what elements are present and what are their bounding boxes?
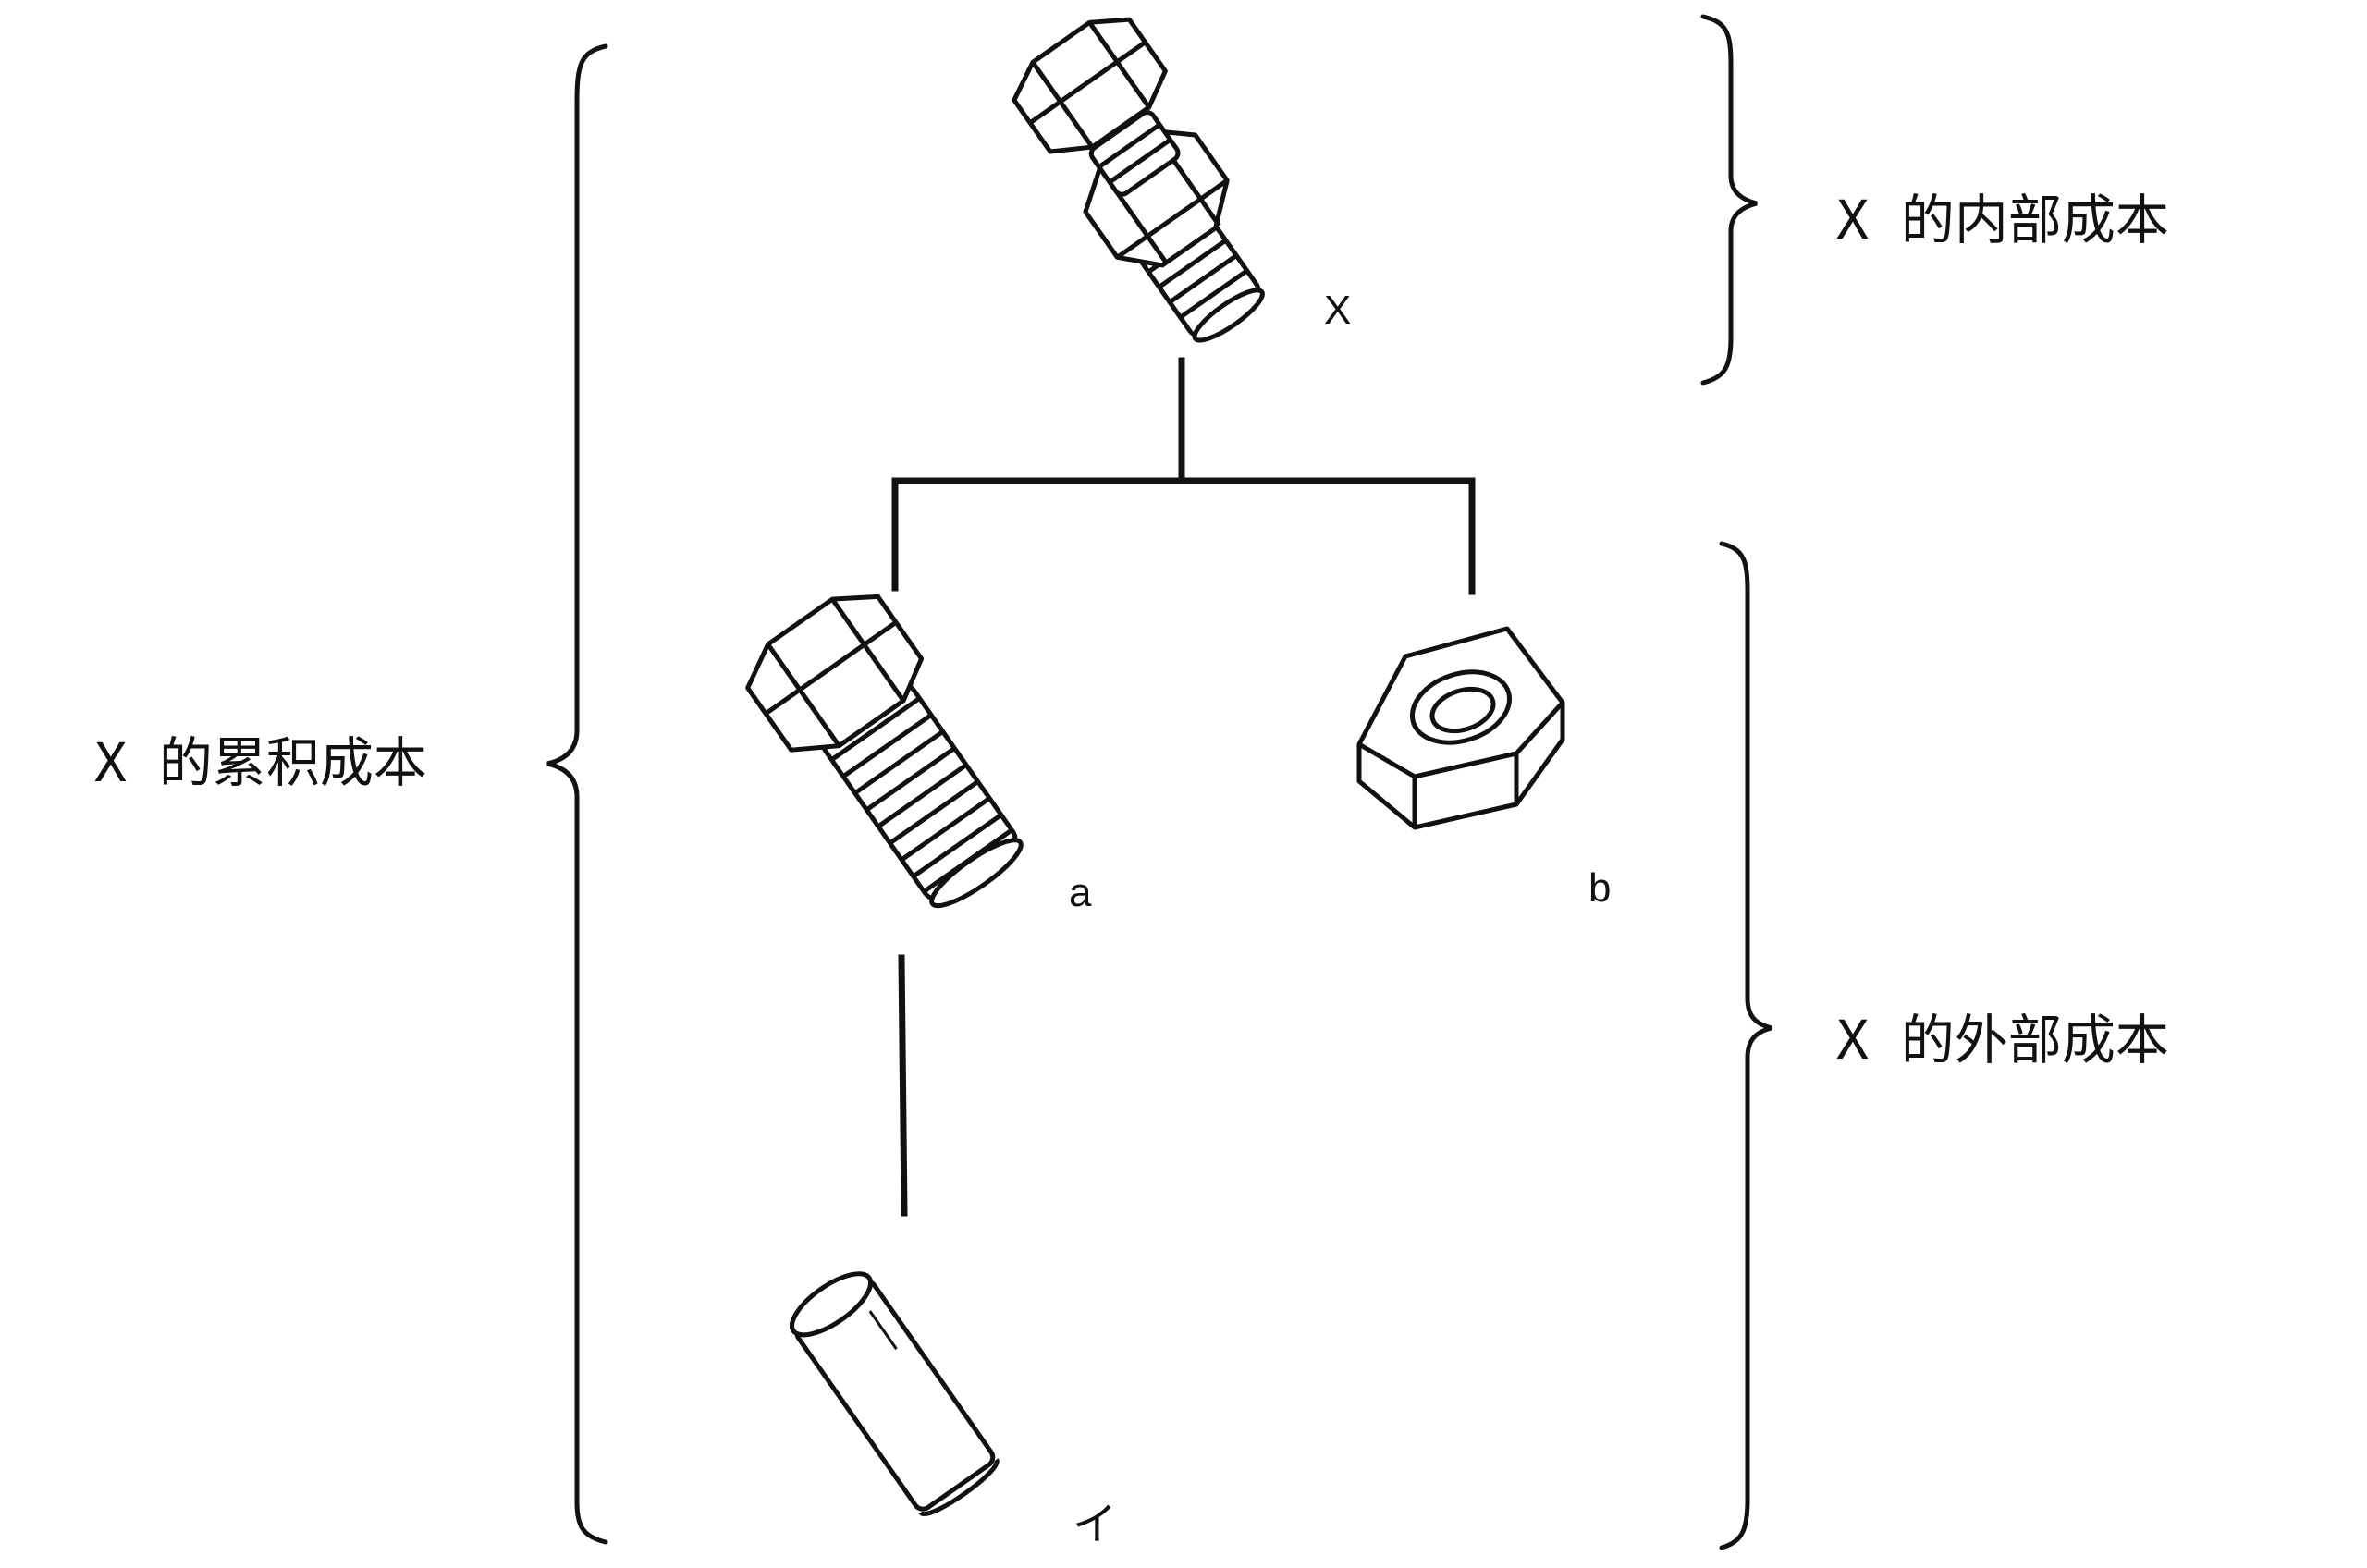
bolt-a-icon <box>745 594 1024 909</box>
assembly-x-label: X <box>1324 288 1351 333</box>
bolt-a-label: a <box>1069 870 1092 915</box>
nut-b-label: b <box>1588 865 1611 911</box>
internal-cost-label: X 的内部成本 <box>1836 189 2169 251</box>
cumulative-cost-brace <box>546 43 608 1545</box>
rod-i-label: イ <box>1073 1501 1117 1550</box>
rod-i-icon <box>790 1271 1000 1517</box>
nut-b-icon <box>1356 626 1565 830</box>
external-cost-label: X 的外部成本 <box>1836 1009 2169 1072</box>
cumulative-cost-label: X 的累积成本 <box>94 731 427 794</box>
tree-connector <box>891 357 1476 1217</box>
assembly-x-icon <box>1012 17 1265 343</box>
internal-cost-brace <box>1700 14 1758 386</box>
external-cost-brace <box>1719 541 1772 1550</box>
